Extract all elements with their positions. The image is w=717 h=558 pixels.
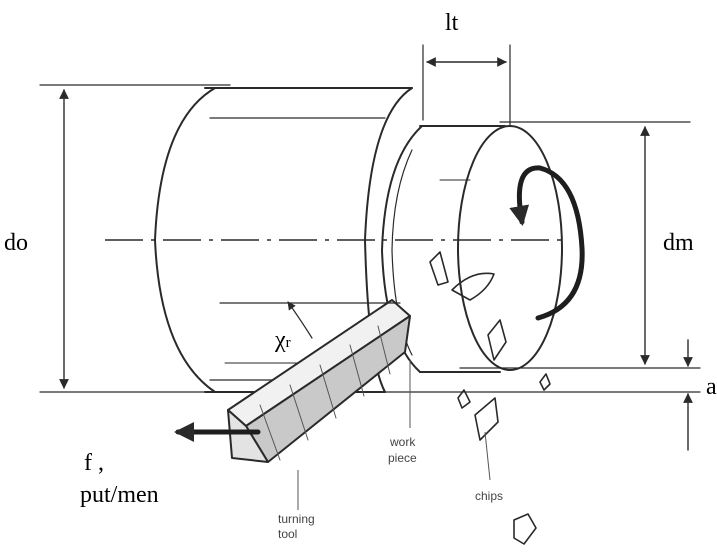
chip [513, 513, 537, 545]
feed-label: f , [84, 450, 104, 476]
do-label: do [4, 230, 28, 256]
workpiece-label-line2: piece [388, 451, 417, 465]
chip [474, 397, 499, 441]
feed-unit-label: put/men [80, 482, 159, 508]
rotation-arrow-icon [509, 165, 585, 321]
chi-label: χr [274, 327, 291, 353]
turning-tool-label-line2: tool [278, 527, 297, 541]
dm-label: dm [663, 230, 694, 256]
workpiece-label-line1: work [389, 435, 416, 449]
chi-main: χ [274, 327, 286, 353]
chip [429, 251, 449, 286]
workpiece-small-cylinder [381, 125, 563, 373]
chip [487, 319, 507, 361]
lt-label: lt [445, 10, 459, 36]
chi-subscript: r [286, 335, 291, 351]
turning-tool-label-line1: turning [278, 512, 315, 526]
chip [539, 373, 551, 391]
dimension-lines [59, 57, 693, 451]
turning-tool [219, 299, 411, 463]
chips [429, 251, 551, 545]
chip [451, 272, 495, 301]
a-label: a [706, 374, 717, 400]
callout-lines [297, 360, 491, 510]
chip [457, 389, 471, 409]
chips-label: chips [475, 489, 503, 503]
